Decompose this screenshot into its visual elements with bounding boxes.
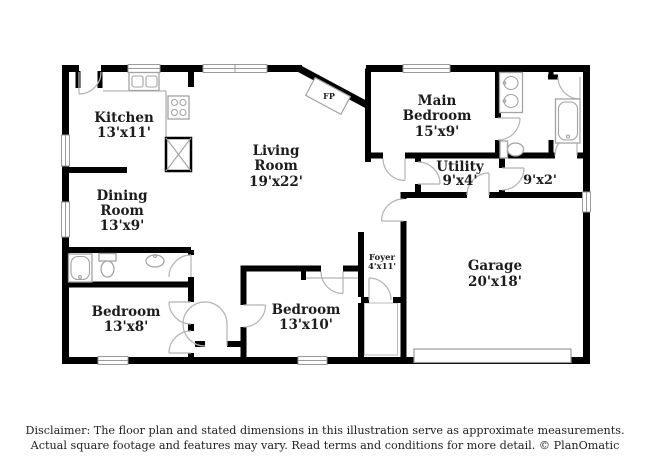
- garage-label: Garage: [468, 258, 522, 274]
- interior-walls: [65, 68, 587, 361]
- fireplace: FP: [304, 76, 352, 116]
- main-bedroom-label-2: Bedroom: [403, 108, 472, 124]
- main-bedroom-door: [382, 158, 406, 182]
- toilet-tank: [98, 252, 117, 262]
- windows: [61, 64, 591, 365]
- bedroom1-closet-door: [168, 330, 192, 354]
- dining-dims: 13'x9': [100, 218, 145, 234]
- hall-bath-fixtures: [67, 252, 165, 283]
- main-bedroom-dims: 15'x9': [415, 124, 460, 140]
- garage-dims: 20'x18': [468, 274, 522, 290]
- bath-sink: [145, 254, 165, 268]
- main-bedroom-label-1: Main: [418, 93, 457, 109]
- kitchen-sink: [128, 71, 160, 92]
- garage-door: [413, 348, 572, 364]
- living-label-1: Living: [253, 143, 300, 159]
- hall-bath-door: [168, 254, 192, 278]
- double-vanity: [498, 71, 524, 114]
- kitchen-dims: 13'x11': [97, 125, 151, 141]
- living-dims: 19'x22': [249, 174, 303, 190]
- living-label-2: Room: [254, 158, 298, 174]
- fireplace-label: FP: [323, 91, 335, 101]
- bedroom1-label: Bedroom: [92, 304, 161, 320]
- main-toilet-bowl: [506, 142, 525, 157]
- toilet-bowl: [100, 260, 115, 278]
- garage-utility-door: [466, 172, 490, 196]
- front-door: [368, 277, 392, 301]
- bedroom2-door: [243, 304, 267, 328]
- kitchen-label: Kitchen: [94, 110, 154, 126]
- front-stoop: [364, 302, 398, 356]
- utility-door: [417, 161, 441, 185]
- disclaimer-line-1: Disclaimer: The floor plan and stated di…: [25, 424, 625, 437]
- disclaimer-line-2: Actual square footage and features may v…: [30, 438, 620, 452]
- room-labels: Kitchen 13'x11' Dining Room 13'x9' Livin…: [92, 93, 557, 335]
- utility-label: Utility: [436, 159, 485, 175]
- garage-entry-door: [380, 198, 404, 222]
- main-bath-fixtures: [498, 71, 581, 159]
- stove: [167, 95, 190, 120]
- disclaimer: Disclaimer: The floor plan and stated di…: [0, 424, 650, 453]
- foyer-label: Foyer: [369, 253, 396, 263]
- utility-dims: 9'x4': [442, 173, 477, 189]
- dining-label-1: Dining: [96, 188, 148, 204]
- main-toilet-tank: [499, 140, 509, 159]
- bedroom2-closet-door: [320, 271, 344, 295]
- hall-dims: 9'x2': [523, 173, 557, 188]
- main-bath-door: [497, 117, 521, 141]
- doors: [78, 71, 581, 354]
- hall-corridor-door: [501, 167, 525, 191]
- tub-room-door: [557, 76, 581, 100]
- kitchen-fixtures: [103, 71, 193, 173]
- bedroom2-dims: 13'x10': [279, 317, 333, 333]
- tub: [67, 253, 93, 283]
- bedroom2-label: Bedroom: [272, 302, 341, 318]
- back-door: [78, 71, 102, 95]
- foyer-dims: 4'x11': [368, 262, 396, 272]
- hall-closet-door: [182, 301, 228, 347]
- bedroom1-dims: 13'x8': [104, 319, 149, 335]
- dining-label-2: Room: [100, 203, 144, 219]
- bedroom1-door: [168, 301, 192, 325]
